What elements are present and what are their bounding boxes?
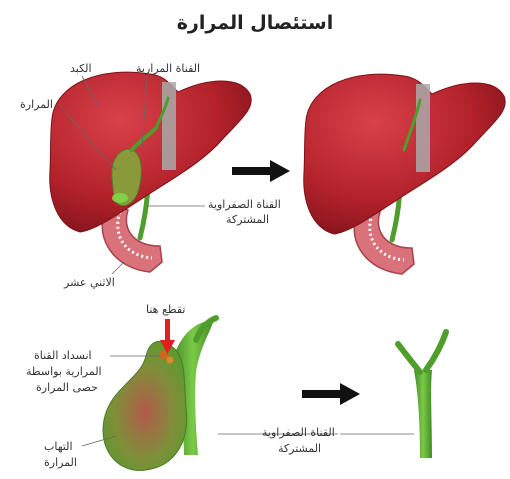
label-duodenum: الاثني عشر xyxy=(64,276,115,289)
label-inflammation-line1: التهاب xyxy=(44,440,73,453)
label-cystic-duct: القناة المرارية xyxy=(136,62,201,75)
label-cut-here: تقطع هنا xyxy=(146,303,186,316)
label-obstruction-line3: حصى المرارة xyxy=(36,381,98,394)
duodenum-right xyxy=(353,207,415,275)
label-inflammation-line2: المرارة xyxy=(44,456,77,469)
label-gallbladder: المرارة xyxy=(20,98,53,111)
label-obstruction-line1: انسداد القناة xyxy=(34,349,92,362)
gallbladder-left xyxy=(111,96,170,207)
arrow-right-top xyxy=(232,160,290,182)
gallbladder-inflamed xyxy=(102,315,219,471)
leader-lines-bottom xyxy=(81,355,414,447)
label-common-bile-duct2-line2: المشتركة xyxy=(278,442,322,455)
leader-lines-top xyxy=(59,75,205,275)
arrow-right-bottom xyxy=(302,383,360,405)
label-common-bile-duct-line1: القناة الصفراوية xyxy=(208,198,281,211)
label-liver: الكبد xyxy=(70,62,92,75)
label-common-bile-duct2-line1: القناة الصفراوية xyxy=(262,426,335,439)
label-obstruction-line2: المرارية بواسطة xyxy=(26,365,102,378)
duodenum-left xyxy=(101,204,163,273)
diagram-title: استئصال المرارة xyxy=(176,12,334,34)
label-common-bile-duct-line2: المشتركة xyxy=(226,213,270,226)
liver-right xyxy=(303,73,506,235)
remaining-bile-duct xyxy=(395,329,449,458)
cut-here-arrow xyxy=(160,319,175,354)
